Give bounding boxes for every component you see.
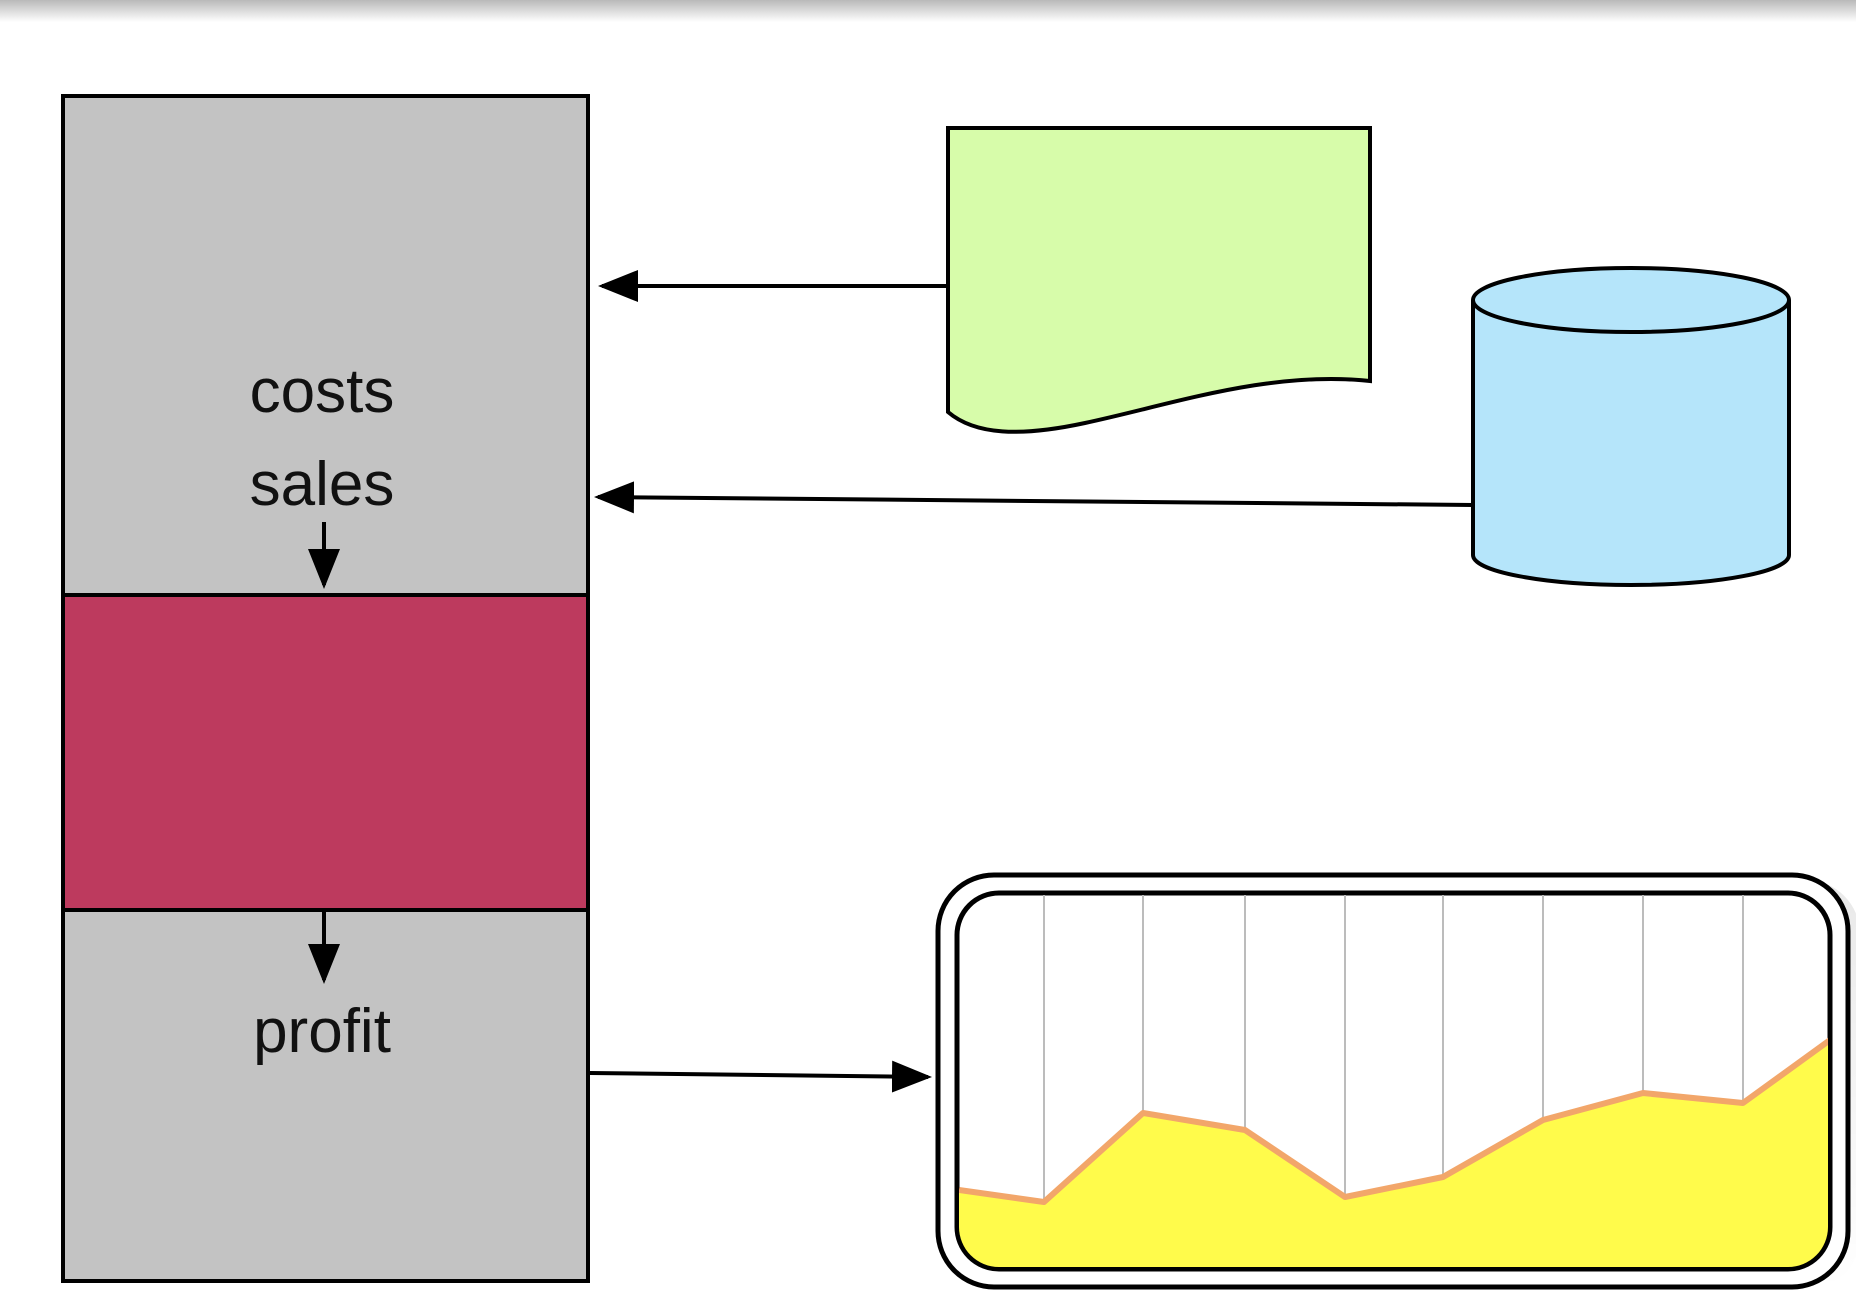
top-shadow	[0, 0, 1856, 22]
database-cylinder	[1471, 266, 1791, 587]
red-processing-section	[61, 593, 590, 912]
database-to-block-arrow	[594, 481, 1474, 514]
chart-area-fill	[959, 1040, 1828, 1267]
chart-series-line	[959, 1037, 1828, 1205]
sales-label: sales	[250, 450, 395, 519]
process-block: costs sales profit	[61, 94, 590, 1283]
profit-label: profit	[253, 997, 391, 1066]
document-shape	[946, 126, 1372, 434]
bottom-gray-section	[61, 908, 590, 1283]
costs-label: costs	[250, 357, 395, 426]
block-to-chart-arrow	[589, 1060, 932, 1093]
top-gray-section	[61, 94, 590, 597]
chart-panel	[935, 872, 1856, 1290]
